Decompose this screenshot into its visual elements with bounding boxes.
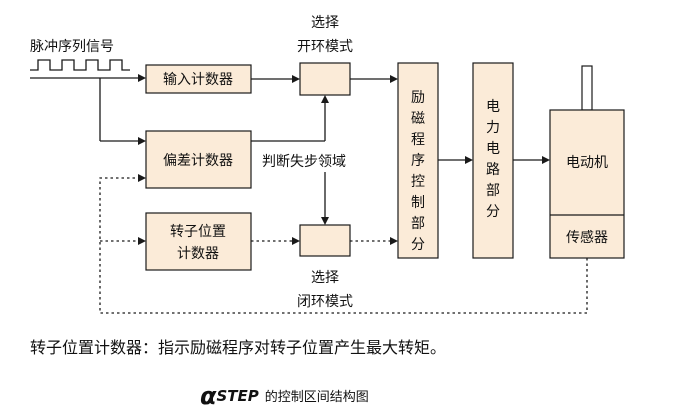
pulse-signal-label: 脉冲序列信号 [30, 39, 114, 55]
judge-step-loss-label: 判断失步领域 [262, 154, 346, 170]
select-open-loop-box [299, 62, 351, 96]
arrow-to-input-counter [138, 74, 146, 82]
select-open-label-line1: 选择 [311, 15, 339, 31]
input-counter-label: 输入计数器 [163, 72, 233, 88]
arrow-to-power-circuit [465, 156, 473, 164]
select-open-label-line2: 开环模式 [297, 39, 353, 55]
motor-label: 电动机 [566, 155, 608, 171]
sensor-label: 传感器 [566, 229, 608, 246]
select-closed-label-line2: 闭环模式 [297, 294, 353, 310]
diagram-caption: αSTEP 的控制区间结构图 [200, 382, 369, 410]
deviation-counter-box [145, 130, 252, 189]
arrow-up-select-open [321, 95, 329, 103]
arrow-to-excitation-closed [390, 237, 398, 245]
excitation-control-char: 分 [411, 237, 425, 253]
excitation-control-char: 制 [411, 195, 425, 211]
power-circuit-box [472, 62, 514, 259]
arrow-feedback-deviation [138, 174, 146, 182]
arrow-to-select-open [292, 75, 300, 83]
step-logo: STEP [216, 387, 259, 405]
excitation-control-char: 控 [411, 174, 425, 190]
power-circuit-char: 电 [486, 141, 500, 157]
excitation-control-char: 磁 [411, 111, 425, 127]
deviation-counter-label: 偏差计数器 [163, 153, 233, 169]
excitation-control-char: 励 [411, 90, 425, 106]
rotor-counter-label-line2: 计数器 [177, 246, 219, 262]
arrow-to-motor [542, 156, 550, 164]
excitation-control-char: 序 [411, 153, 425, 169]
pulse-train-waveform [30, 59, 130, 71]
power-circuit-char: 力 [486, 120, 500, 136]
power-circuit-char: 部 [486, 183, 500, 199]
arrow-feedback-rotor [138, 237, 146, 245]
motor-box [549, 109, 625, 259]
excitation-control-char: 部 [411, 216, 425, 232]
arrow-to-deviation-counter [138, 137, 146, 145]
power-circuit-char: 路 [486, 162, 500, 178]
motor-shaft [581, 65, 593, 111]
arrow-to-select-closed [292, 237, 300, 245]
rotor-counter-note: 转子位置计数器：指示励磁程序对转子位置产生最大转矩。 [30, 338, 447, 357]
excitation-control-char: 程 [411, 132, 425, 148]
power-circuit-char: 电 [486, 99, 500, 115]
select-closed-label-line1: 选择 [311, 270, 339, 286]
power-circuit-char: 分 [486, 204, 500, 220]
caption-text: 的控制区间结构图 [264, 390, 369, 405]
excitation-control-box [397, 62, 439, 259]
arrow-down-select-closed [321, 217, 329, 225]
arrow-to-excitation-open [390, 75, 398, 83]
rotor-counter-label-line1: 转子位置 [170, 224, 226, 240]
select-closed-loop-box [299, 224, 351, 257]
alpha-logo: α [200, 382, 217, 410]
